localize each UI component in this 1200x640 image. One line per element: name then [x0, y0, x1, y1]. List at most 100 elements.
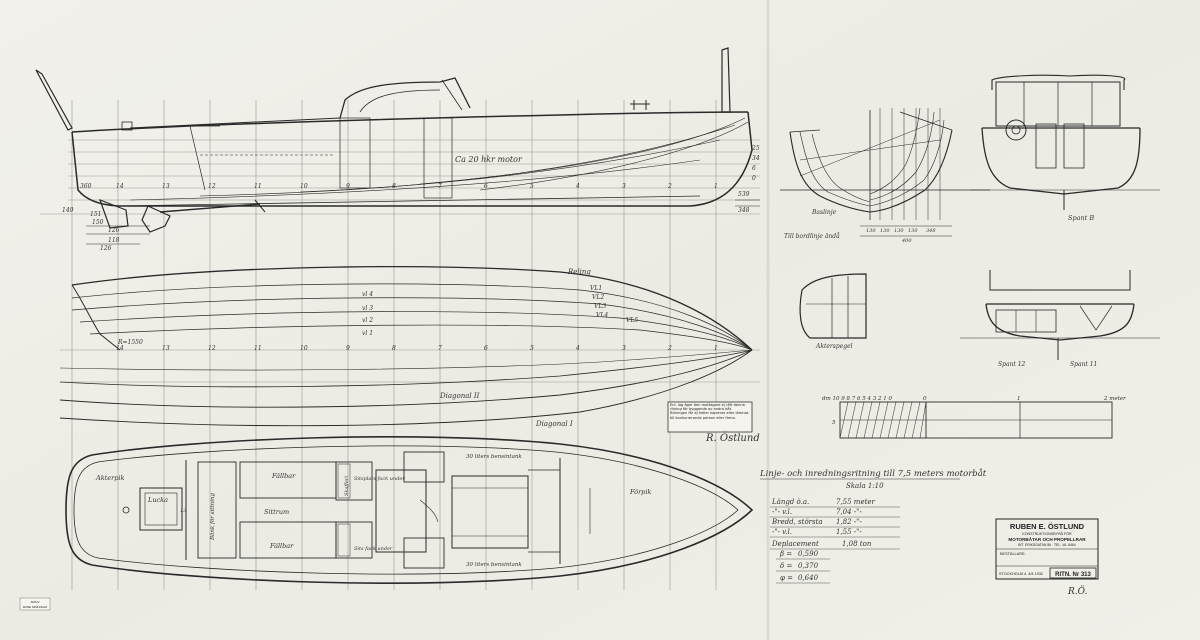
hb-station-7: 7	[438, 345, 442, 352]
profile-texts: Ca 20 hkr motor 25 34 6 0 360 150 126 11…	[62, 145, 760, 252]
station-grid	[40, 100, 760, 590]
spec-value-7: 0,640	[798, 574, 819, 582]
station-11: 11	[254, 183, 262, 190]
scale-dm-label: dm 10 9 8 7 6 5 4 3 2 1 0	[822, 396, 892, 402]
station-8: 8	[392, 183, 396, 190]
station-12: 12	[208, 183, 216, 190]
station-13: 13	[162, 183, 170, 190]
body-dim-3: 130	[894, 228, 904, 234]
station-5: 5	[530, 183, 534, 190]
forpik-label: Förpik	[629, 488, 651, 496]
section-spant-b	[970, 74, 1160, 210]
scale-2: 2 meter	[1103, 396, 1126, 402]
station-14: 14	[116, 183, 124, 190]
body-plan-texts: Baslinje Till bordlinje ändå 130 130 130…	[784, 209, 936, 244]
station-2: 2	[667, 183, 672, 190]
diagonal-2-label: Diagonal II	[439, 392, 480, 400]
spec-label-3: -"- v.l.	[772, 528, 792, 536]
stamp-line-2: MUSEI SAMLINGAR	[23, 605, 47, 609]
sitsfack-top-label: Sitsplats fack under	[354, 476, 405, 482]
drawing-date: STOCKHOLM 4. 4/4 1932	[999, 572, 1043, 576]
spant-11-label: Spant 11	[1070, 361, 1097, 368]
hb-station-6: 6	[484, 345, 488, 352]
body-dim-2: 130	[880, 228, 890, 234]
arrangement-texts: Akterpik Lucka 13 Bänk för sittning Sitt…	[95, 454, 651, 568]
spec-label-0: Längd ö.a.	[771, 498, 809, 506]
hb-station-3: 3	[622, 345, 626, 352]
lucka-label: Lucka	[147, 496, 168, 504]
hb-station-4: 4	[575, 345, 580, 352]
akterpik-label: Akterpik	[95, 474, 124, 482]
vl-left-2: vl 2	[362, 317, 373, 324]
plan-scale: Skala 1:10	[846, 482, 884, 490]
baslinje-label: Baslinje	[811, 209, 837, 216]
spec-value-6: 0,370	[798, 562, 819, 570]
akterspegel-section	[799, 273, 867, 339]
bottom-dim-2: 150	[92, 219, 104, 226]
hb-station-13: 13	[162, 345, 170, 352]
company-line-1: KONSTRUKTIONSBYRÅ FÖR	[1022, 531, 1072, 536]
fallbar-bottom-label: Fällbar	[269, 542, 294, 550]
hb-station-8: 8	[392, 345, 396, 352]
tank-bottom-label: 30 liters bensintank	[466, 562, 522, 568]
spec-label-4: Deplacement	[771, 540, 819, 548]
frame-sections	[960, 270, 1160, 360]
vl4-label: VL4	[596, 312, 608, 319]
vl3-label: VL3	[594, 303, 606, 310]
bottom-dim-1: 360	[80, 183, 92, 190]
radius-label: R=1550	[117, 339, 143, 346]
drawing-number: RITN. Nr 313	[1055, 572, 1091, 578]
sittrum-label: Sittrum	[264, 508, 289, 516]
scale-bar-texts: dm 10 9 8 7 6 5 4 3 2 1 0 5 0 1 2 meter	[822, 396, 1126, 426]
scale-1: 1	[1017, 396, 1021, 402]
spant-b-label: Spant B	[1068, 214, 1094, 222]
station-4: 4	[575, 183, 580, 190]
diagonal-1-label: Diagonal I	[535, 420, 573, 428]
vl-left-4: vl 4	[362, 291, 373, 298]
bottom-dim-3: 126	[108, 227, 120, 234]
signature: R. Östlund	[705, 432, 760, 444]
hb-station-12: 12	[208, 345, 216, 352]
spec-value-5: 0,590	[798, 550, 819, 558]
sheer-dim-2: 34	[752, 155, 760, 162]
spant-12-label: Spant 12	[998, 361, 1026, 368]
plan-title: Linje- och inredningsritning till 7,5 me…	[759, 467, 987, 479]
bottom-dim-8: 539	[738, 191, 750, 198]
vl-left-3: vl 3	[362, 305, 373, 312]
sittbank-label: Bänk för sittning	[210, 492, 216, 541]
halfbreadth-texts: Reling VL1 VL2 VL3 VL4 VL5 vl 4 vl 3 vl …	[117, 268, 638, 428]
spec-value-2: 1,82 -"-	[836, 518, 862, 526]
hb-station-11: 11	[254, 345, 262, 352]
hb-station-10: 10	[300, 345, 308, 352]
profile-station-numbers: 14 13 12 11 10 9 8 7 6 5 4 3 2 1	[116, 183, 718, 190]
skafferi-label: Skafferi	[344, 476, 350, 496]
note-text: Enl. lag äger den mottagare ej rätt denn…	[670, 403, 749, 420]
vl5-label: VL5	[626, 317, 638, 324]
office-title-block: RUBEN E. ÖSTLUND KONSTRUKTIONSBYRÅ FÖR M…	[995, 518, 1099, 597]
spec-value-0: 7,55 meter	[836, 498, 876, 506]
sitsfack-bottom-label: Sits fack under	[354, 546, 393, 552]
hb-station-14: 14	[116, 345, 124, 352]
scale-left-mark: 5	[832, 420, 836, 426]
archive-stamp: ARKIV MUSEI SAMLINGAR	[19, 597, 51, 611]
sheer-dim-3: 6	[752, 165, 756, 172]
station-13-label: 13	[180, 508, 186, 514]
vl-left-1: vl 1	[362, 330, 373, 337]
scale-0: 0	[923, 396, 927, 402]
specs-list: Längd ö.a. 7,55 meter -"- v.l. 7,04 -"- …	[770, 498, 900, 584]
body-caption: Till bordlinje ändå	[784, 233, 840, 240]
station-1: 1	[714, 183, 718, 190]
bottom-dim-7: 126	[100, 245, 112, 252]
body-plan	[780, 107, 990, 237]
spec-label-2: Bredd, största	[771, 518, 823, 526]
initials: R.Ö.	[1067, 585, 1087, 597]
station-3: 3	[622, 183, 626, 190]
hb-station-1: 1	[714, 345, 718, 352]
station-6: 6	[484, 183, 488, 190]
ownership-note: Enl. lag äger den mottagare ej rätt denn…	[667, 401, 753, 433]
bottom-dim-5: 151	[90, 211, 101, 218]
station-9: 9	[346, 183, 350, 190]
